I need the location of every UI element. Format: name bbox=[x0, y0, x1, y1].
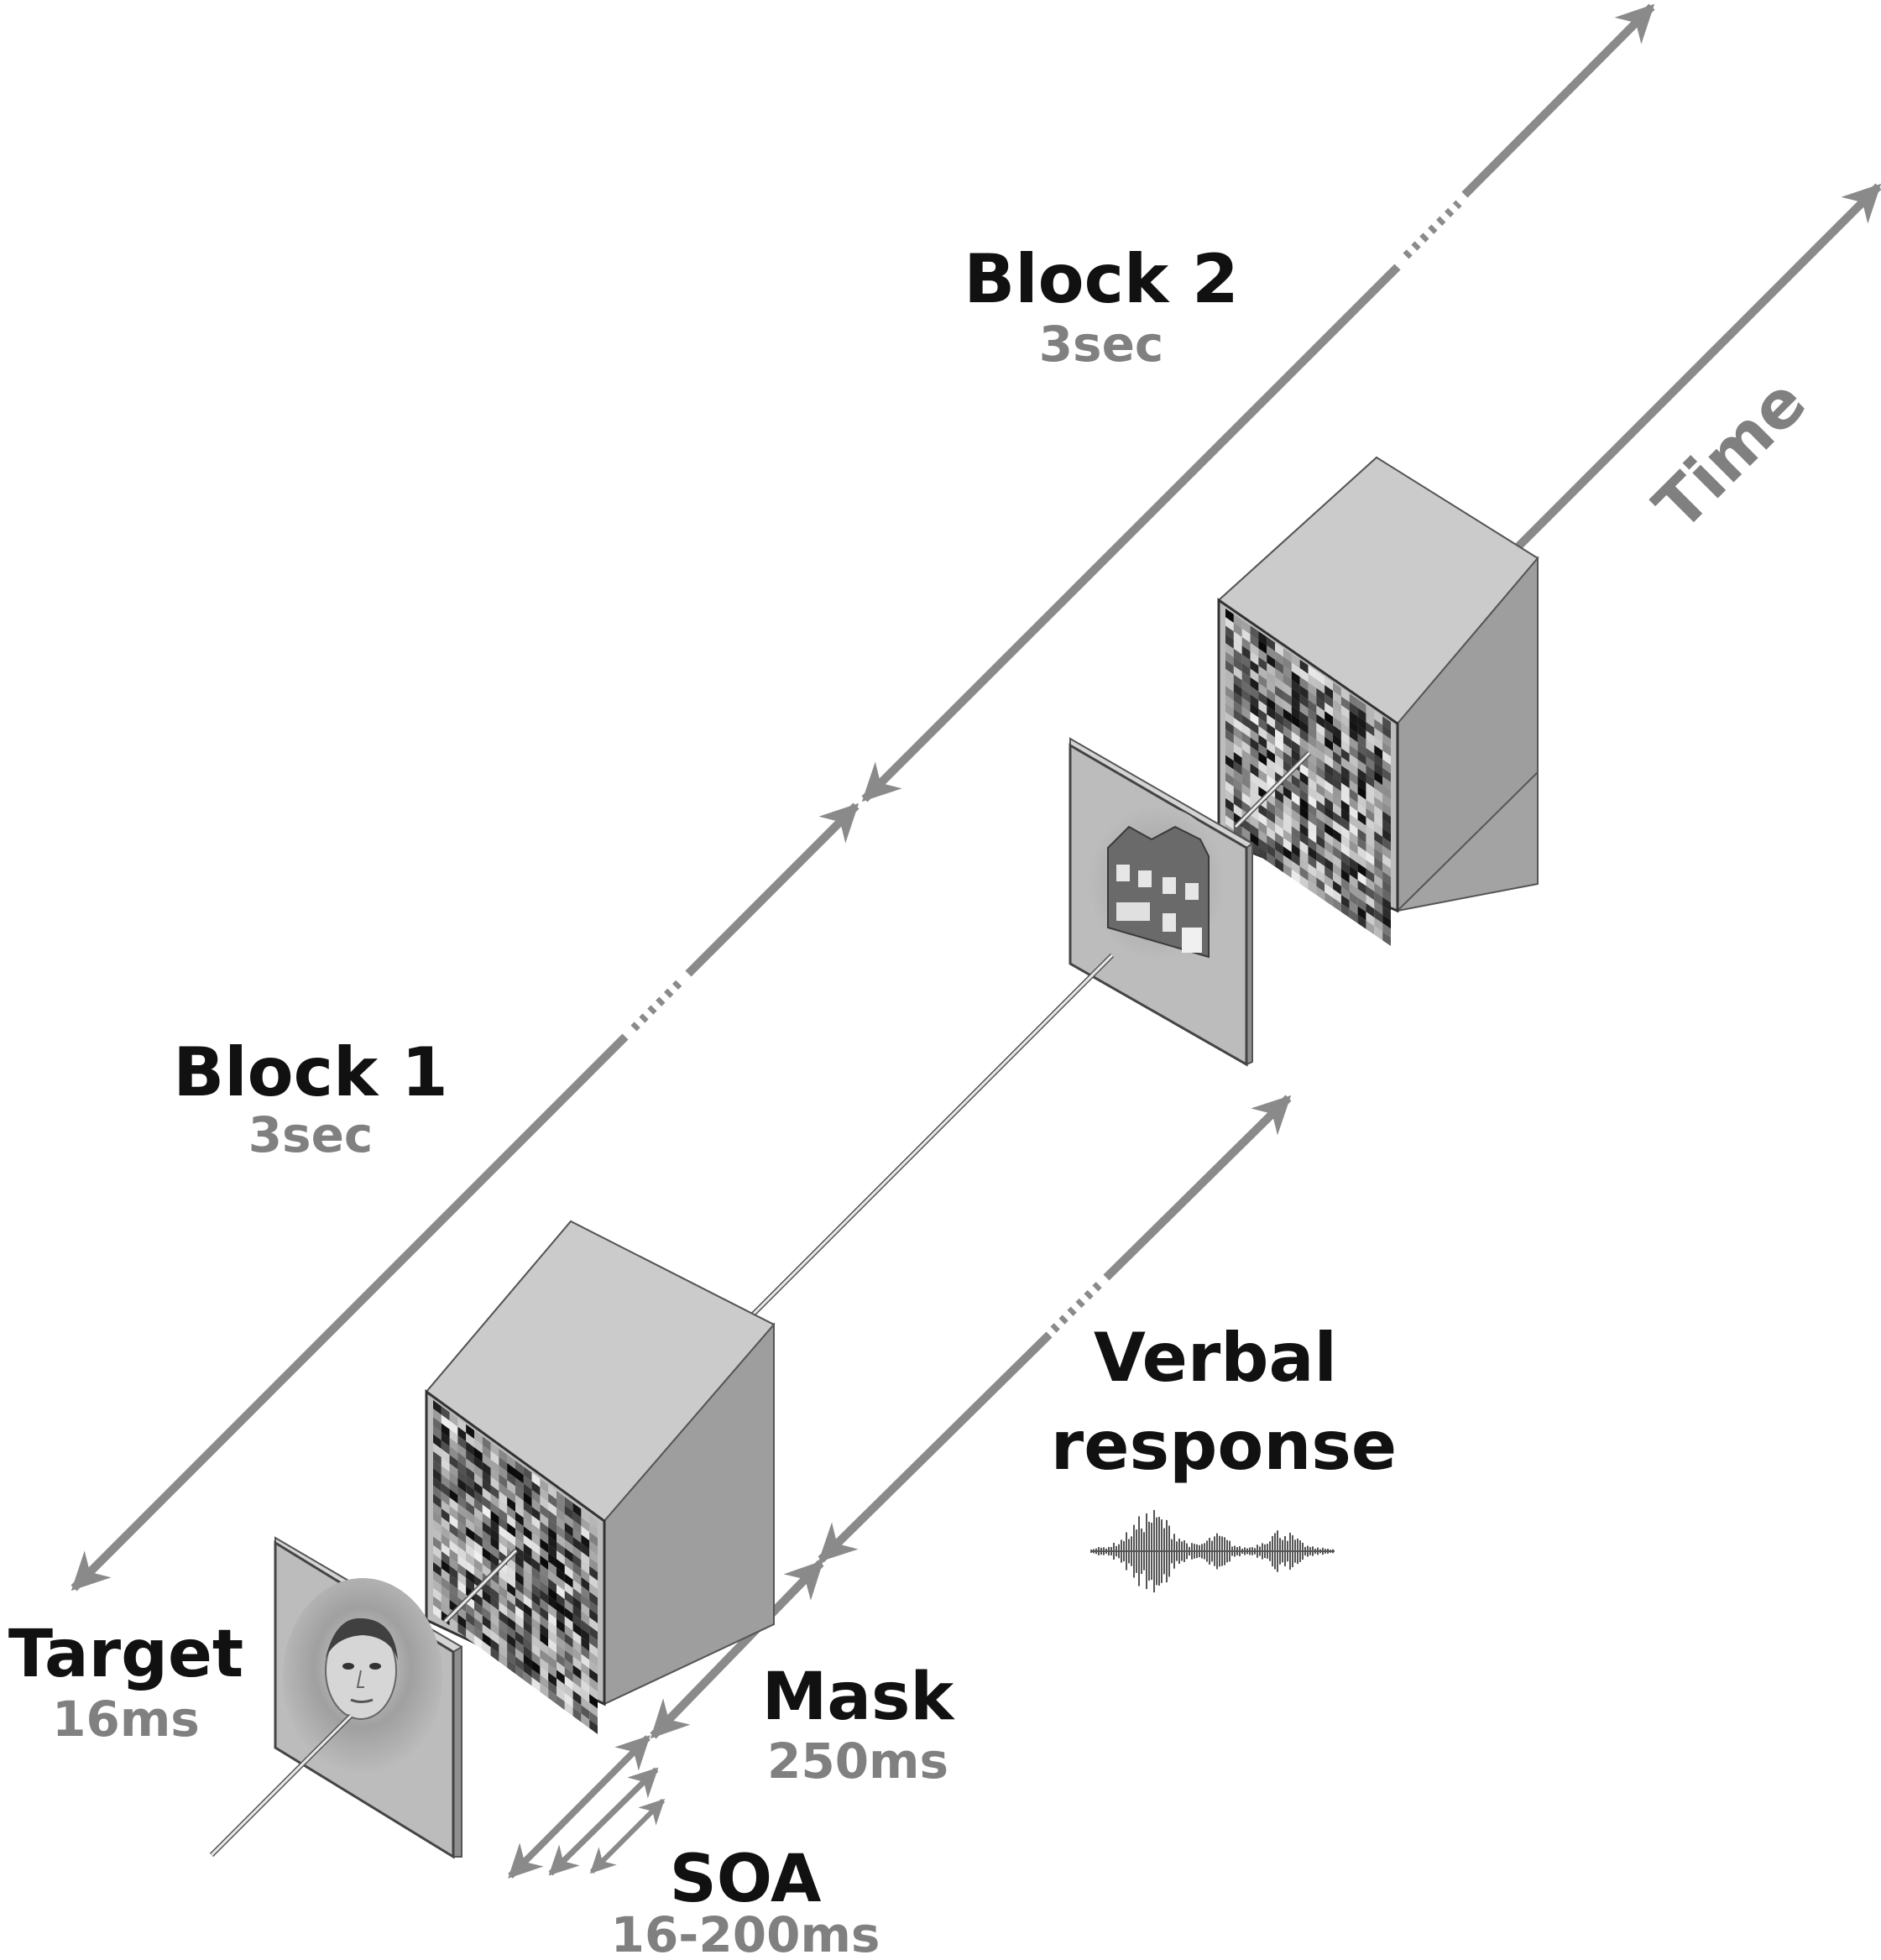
block1-arrow bbox=[71, 802, 860, 1592]
mask-title: Mask bbox=[762, 1659, 956, 1735]
noise-pattern-block2 bbox=[1225, 609, 1391, 946]
target-duration: 16ms bbox=[52, 1691, 200, 1748]
verbal-response-line2: response bbox=[1051, 1407, 1397, 1485]
block2-arrow bbox=[861, 3, 1655, 802]
target-panel bbox=[209, 1536, 462, 1859]
verbal-response-arrow bbox=[818, 1095, 1292, 1563]
time-label: Time bbox=[1640, 364, 1821, 545]
verbal-response-line1: Verbal bbox=[1094, 1319, 1337, 1397]
house-panel bbox=[749, 737, 1253, 1319]
block2-duration: 3sec bbox=[1039, 316, 1164, 373]
soa-title: SOA bbox=[670, 1842, 822, 1917]
mask-box-block1 bbox=[425, 1220, 776, 1734]
noise-pattern-block1 bbox=[433, 1400, 598, 1734]
soa-duration: 16-200ms bbox=[611, 1906, 880, 1960]
block1-title: Block 1 bbox=[173, 1033, 448, 1111]
target-title: Target bbox=[8, 1617, 243, 1692]
time-axis-arrow bbox=[1514, 183, 1881, 551]
house-icon bbox=[1107, 825, 1210, 959]
mask-box-block2 bbox=[1217, 456, 1539, 946]
face-icon bbox=[325, 1618, 398, 1720]
block1-duration: 3sec bbox=[248, 1106, 374, 1163]
block2-title: Block 2 bbox=[964, 240, 1239, 318]
waveform-icon bbox=[1090, 1509, 1335, 1593]
soa-arrows bbox=[508, 1735, 666, 1879]
mask-arrow bbox=[650, 1560, 824, 1739]
mask-duration: 250ms bbox=[767, 1733, 948, 1790]
